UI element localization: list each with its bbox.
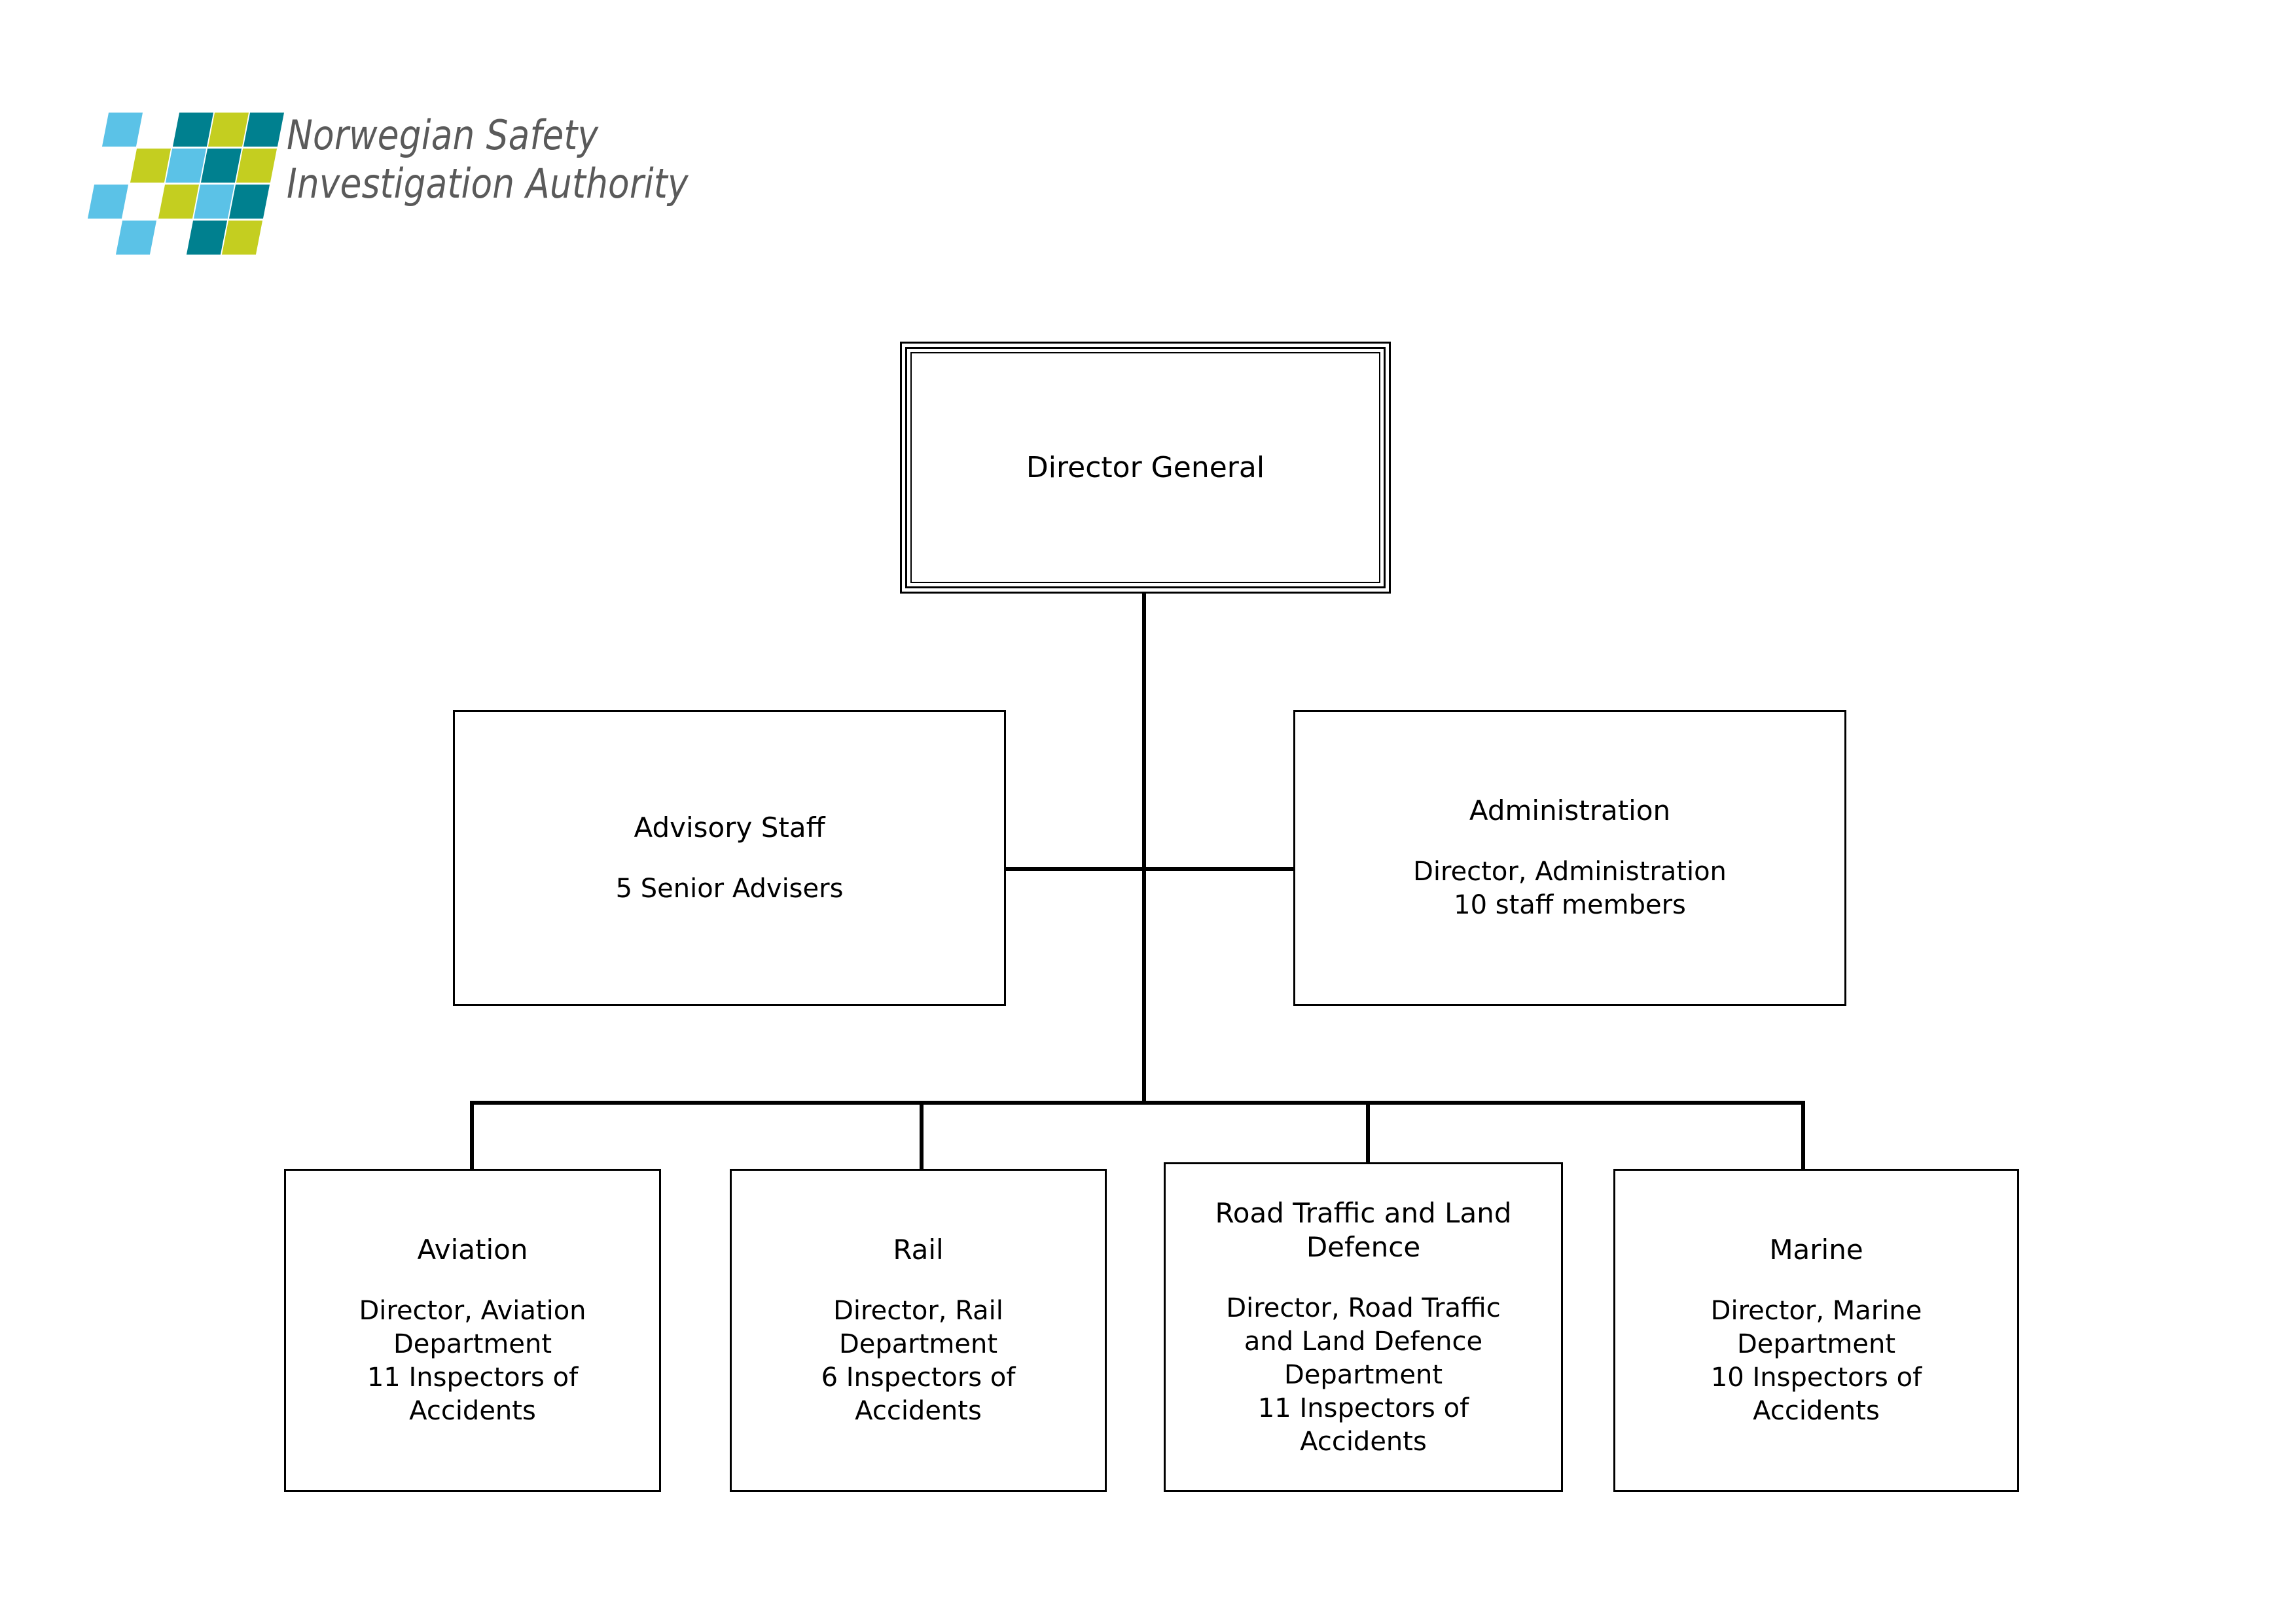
node-rail-title: Rail [893,1234,944,1266]
node-director-general-title: Director General [1026,450,1265,484]
node-advisory-staff[interactable]: Advisory Staff 5 Senior Advisers [453,710,1006,1006]
connector-drop-marine [1801,1101,1805,1169]
node-aviation[interactable]: Aviation Director, Aviation Department 1… [284,1169,661,1492]
node-rail[interactable]: Rail Director, Rail Department 6 Inspect… [730,1169,1107,1492]
connector-drop-aviation [470,1101,474,1169]
connector-drop-rail [920,1101,924,1169]
node-advisory-staff-title: Advisory Staff [634,811,825,844]
node-road-traffic-and-land-defence[interactable]: Road Traffic and Land Defence Director, … [1164,1162,1563,1492]
node-advisory-staff-detail: 5 Senior Advisers [615,873,844,904]
logo-wordmark-line-1: Norwegian Safety [287,111,599,159]
node-director-general[interactable]: Director General [900,342,1391,594]
node-administration[interactable]: Administration Director, Administration … [1293,710,1846,1006]
node-rail-detail: Director, Rail Department 6 Inspectors o… [821,1296,1016,1426]
node-administration-title: Administration [1469,794,1671,827]
node-marine[interactable]: Marine Director, Marine Department 10 In… [1613,1169,2019,1492]
node-administration-detail: Director, Administration 10 staff member… [1413,857,1727,920]
node-director-general-frame: Director General [905,347,1386,588]
node-road-traffic-and-land-defence-detail: Director, Road Traffic and Land Defence … [1226,1293,1501,1457]
connector-level2-bus [470,1101,1805,1105]
logo-wordmark: Norwegian Safety Investigation Authority [287,111,850,208]
node-marine-title: Marine [1769,1234,1863,1266]
connector-trunk-vertical [1142,592,1146,1103]
node-marine-detail: Director, Marine Department 10 Inspector… [1710,1296,1922,1426]
logo-wordmark-line-2: Investigation Authority [287,160,689,207]
node-aviation-detail: Director, Aviation Department 11 Inspect… [359,1296,586,1426]
logo: Norwegian Safety Investigation Authority [79,98,851,288]
node-road-traffic-and-land-defence-title: Road Traffic and Land Defence [1215,1196,1512,1263]
node-aviation-title: Aviation [417,1234,528,1266]
connector-level1-horizontal [1004,867,1295,871]
connector-drop-road-traffic [1366,1101,1370,1162]
